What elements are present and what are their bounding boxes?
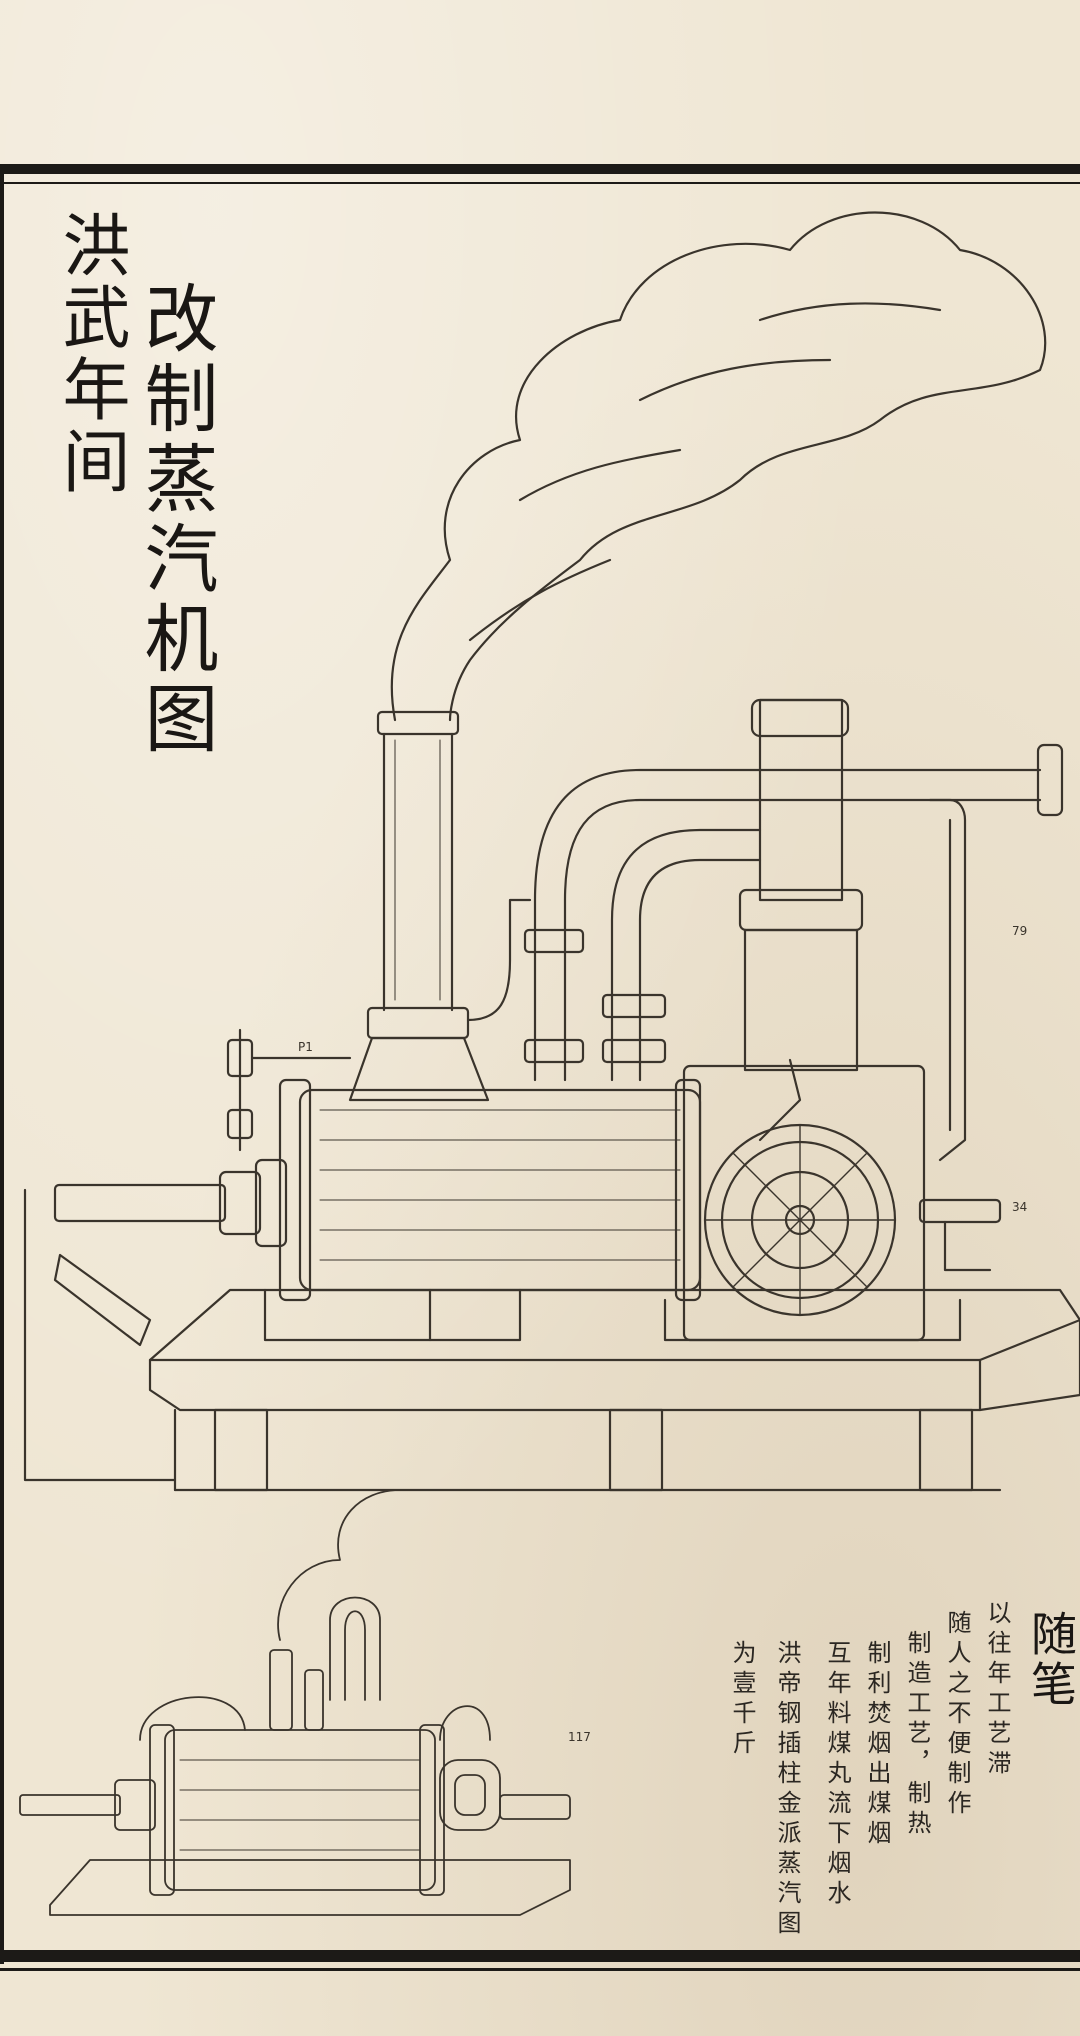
steam-pipes bbox=[523, 698, 1064, 1162]
engine-housing bbox=[682, 1058, 1002, 1342]
title-column-2: 改制蒸汽机图 bbox=[132, 280, 218, 760]
marker-117: 117 bbox=[568, 1730, 591, 1744]
note-column-5: 互年料煤丸流下烟水 bbox=[823, 1640, 851, 1910]
note-heading: 随笔 bbox=[1024, 1610, 1078, 1710]
front-nozzle bbox=[53, 1158, 288, 1347]
title-column-1: 洪武年间 bbox=[50, 210, 129, 498]
note-column-2: 随人之不便制作 bbox=[943, 1610, 971, 1820]
bottom-border-rule-thin bbox=[0, 1968, 1080, 1971]
marker-p1: P1 bbox=[298, 1040, 313, 1054]
left-border-rule bbox=[0, 164, 4, 1964]
note-column-7: 为壹千斤 bbox=[728, 1640, 756, 1760]
marker-79: 79 bbox=[1012, 924, 1028, 938]
note-column-4: 制利焚烟出煤烟 bbox=[863, 1640, 891, 1850]
small-engine-drawing bbox=[19, 1489, 571, 1916]
base-platform bbox=[23, 1188, 1080, 1492]
left-valve bbox=[226, 898, 532, 1152]
note-column-1: 以往年工艺滞 bbox=[983, 1600, 1011, 1780]
top-border-rule-thin bbox=[0, 182, 1080, 184]
note-column-6: 洪帝钢插柱金派蒸汽图 bbox=[773, 1640, 801, 1940]
smoke-plume bbox=[390, 211, 1047, 722]
bottom-border-rule bbox=[0, 1950, 1080, 1962]
chimney bbox=[348, 710, 490, 1102]
note-column-3: 制造工艺，制热 bbox=[903, 1630, 931, 1840]
boiler bbox=[278, 1078, 702, 1302]
marker-34: 34 bbox=[1012, 1200, 1028, 1214]
top-border-rule bbox=[0, 164, 1080, 174]
